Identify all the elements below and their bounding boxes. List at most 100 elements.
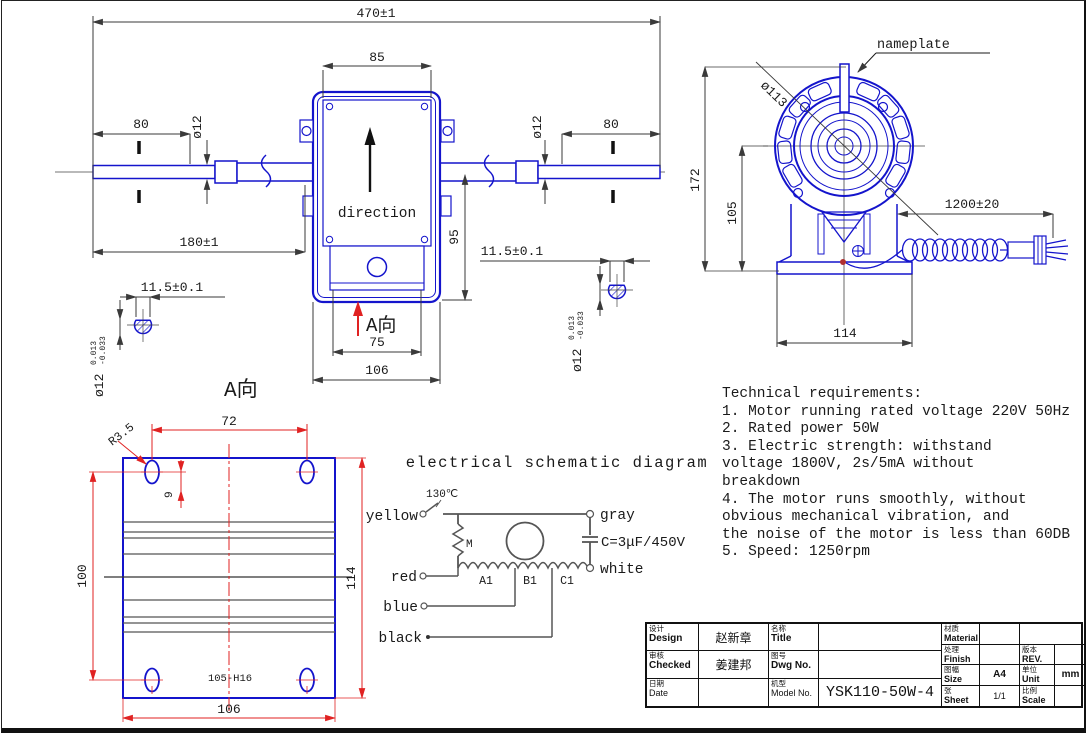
- checked-label-cell: 审核 Checked: [647, 651, 699, 679]
- rev-value-cell: [1055, 645, 1086, 665]
- designer-cell: 赵新章: [699, 624, 769, 652]
- side-dimension-lines: [91, 16, 662, 384]
- sheet-label-cell: 张 Sheet: [942, 685, 980, 706]
- motor-face: [322, 99, 432, 247]
- dim-shaft-right: 80: [603, 117, 619, 132]
- dim-flat-left: 11.5±0.1: [141, 280, 204, 295]
- material-value-cell: [980, 624, 1020, 645]
- title-value-cell: [819, 624, 941, 652]
- dim-106: 106: [365, 363, 388, 378]
- black-terminal-dot: [426, 635, 430, 639]
- tech-req-line: breakdown: [722, 473, 801, 490]
- side-view: direction: [55, 6, 665, 403]
- dim-114-aview: 114: [344, 566, 359, 590]
- side-view-part: [92, 90, 661, 304]
- wire-blue-label: blue: [383, 600, 418, 616]
- lead-wire: [845, 249, 903, 269]
- schematic-wires: [425, 499, 598, 638]
- tech-req-line: voltage 1800V, 2s/5mA without: [722, 456, 975, 473]
- dim-d113: ø113: [757, 78, 790, 110]
- dwg-value-cell: [819, 651, 941, 679]
- dim-95: 95: [447, 229, 462, 245]
- tech-req-line: the noise of the motor is less than 60DB: [722, 526, 1071, 543]
- wire-gray-label: gray: [600, 508, 635, 524]
- date-label-cell: 日期 Date: [647, 678, 699, 706]
- thermal-protector-label: 130℃: [426, 489, 458, 501]
- winding-c1-label: C1: [560, 575, 574, 588]
- scale-value-cell: [1055, 686, 1086, 707]
- wire-black-label: black: [378, 631, 422, 647]
- model-label-cell: 机型 Model No.: [769, 678, 819, 706]
- technical-requirements: Technical requirements: 1. Motor running…: [722, 386, 1084, 562]
- dim-75: 75: [369, 335, 385, 350]
- dim-dia-right: ø12: [530, 115, 545, 138]
- electrical-schematic: electrical schematic diagram 130℃: [366, 454, 707, 647]
- front-view-part: [774, 63, 1069, 275]
- dim-dia-left: ø12: [190, 115, 205, 138]
- cable-coil: [901, 238, 1009, 262]
- foot-note: 105-H16: [208, 673, 252, 685]
- svg-text:-0.033: -0.033: [99, 336, 108, 365]
- winding-symbol: [457, 561, 589, 570]
- dim-r35: R3.5: [106, 420, 137, 449]
- material-label-cell: 材质 Material: [942, 624, 980, 645]
- motor-symbol: [505, 521, 545, 561]
- direction-label: direction: [338, 206, 416, 222]
- tech-req-line: obvious mechanical vibration, and: [722, 509, 1010, 526]
- size-label-cell: 图幅 Size: [942, 665, 980, 686]
- size-value-cell: A4: [980, 665, 1020, 686]
- tolerance-right: ø12 0.013 -0.033: [568, 311, 586, 372]
- dim-9: 9: [164, 491, 176, 498]
- winding-b1-label: B1: [523, 575, 537, 588]
- checker-cell: 姜建邦: [699, 651, 769, 679]
- dim-100: 100: [75, 564, 90, 587]
- terminals: [419, 509, 595, 610]
- date-value-cell: [699, 678, 769, 706]
- tech-req-line: 3. Electric strength: withstand: [722, 438, 992, 455]
- title-label-cell: 名称 Title: [769, 624, 819, 652]
- design-label-cell: 设计 Design: [647, 624, 699, 652]
- aview-dimension-lines: [89, 424, 366, 722]
- shaft-flat-detail-right: 11.5±0.1 ø12 0.013 -0.033: [480, 244, 650, 372]
- material-extra-cell: [1020, 624, 1086, 645]
- dim-shaft-left: 80: [133, 117, 149, 132]
- finish-label-cell: 处理 Finish: [942, 644, 980, 665]
- tech-req-line: 1. Motor running rated voltage 220V 50Hz: [722, 403, 1071, 420]
- sheet-value-cell: 1/1: [980, 685, 1020, 706]
- dim-106-aview: 106: [217, 702, 240, 717]
- a-view-title: A向: [224, 378, 258, 403]
- tech-req-line: 5. Speed: 1250rpm: [722, 544, 870, 561]
- vent-slots: [777, 81, 911, 188]
- dim-cable: 1200±20: [945, 197, 1000, 212]
- scale-label-cell: 比例 Scale: [1020, 685, 1055, 706]
- tolerance-left: ø12 0.013 -0.033: [90, 336, 108, 397]
- svg-text:-0.033: -0.033: [577, 311, 586, 340]
- model-value-cell: YSK110-50W-4: [825, 683, 935, 701]
- connector-plug: [1000, 235, 1069, 265]
- capacitor-label: C=3μF/450V: [601, 535, 686, 551]
- title-block: 设计 Design 赵新章 名称 Title 审核 Checked 姜建邦 图号…: [645, 622, 1086, 708]
- finish-value-cell: [980, 644, 1020, 665]
- wire-red-label: red: [391, 570, 417, 586]
- rev-label-cell: 版本 REV.: [1020, 644, 1055, 665]
- svg-text:0.013: 0.013: [568, 316, 577, 340]
- dim-105: 105: [725, 201, 740, 224]
- nameplate-tab: [839, 63, 850, 113]
- title-block-right: 材质 Material 处理 Finish 版本 REV. 图幅 Size A4: [941, 624, 1086, 706]
- a-direction-marker: A向: [353, 301, 396, 337]
- dim-overall: 470±1: [356, 6, 395, 21]
- shaft-break-left: [260, 154, 272, 188]
- dim-180: 180±1: [179, 235, 218, 250]
- nameplate-callout: nameplate: [857, 38, 990, 73]
- svg-text:A向: A向: [366, 314, 396, 337]
- dim-flat-right: 11.5±0.1: [481, 244, 544, 259]
- ground-screw: [840, 259, 846, 265]
- unit-label-cell: 单位 Unit: [1020, 665, 1055, 686]
- cable-gland-hole: [366, 256, 388, 278]
- title-block-left: 设计 Design 赵新章 名称 Title 审核 Checked 姜建邦 图号…: [647, 624, 941, 706]
- tech-req-line: 4. The motor runs smoothly, without: [722, 491, 1027, 508]
- dim-72: 72: [221, 414, 237, 429]
- wire-white-label: white: [600, 562, 644, 578]
